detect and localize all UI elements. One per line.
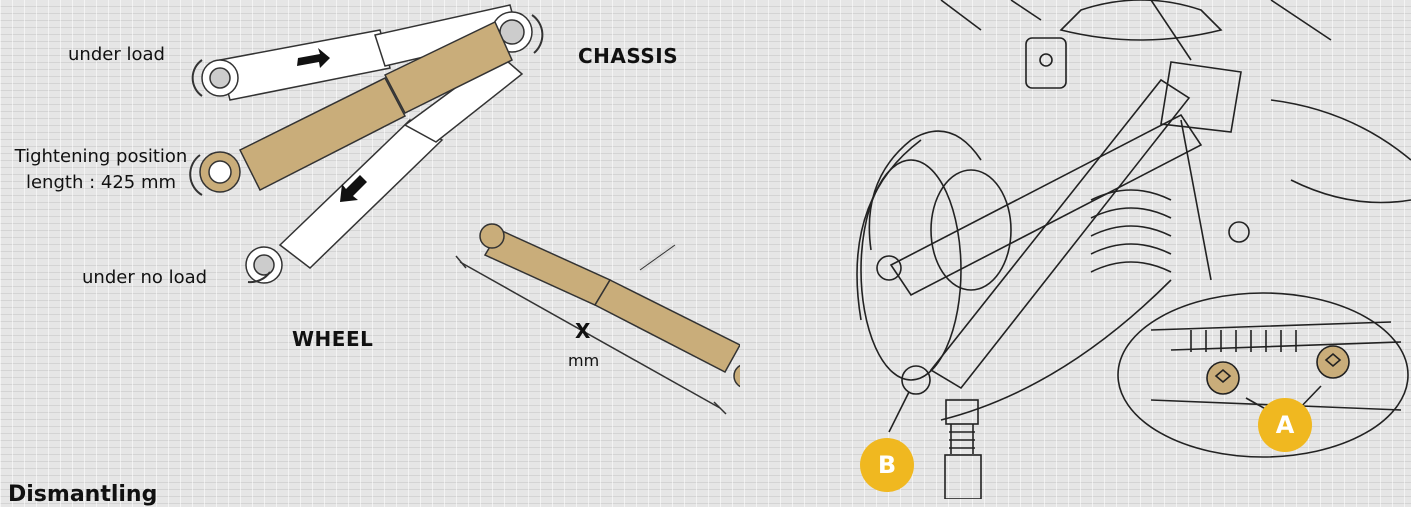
- callout-b-badge: B: [860, 438, 914, 492]
- shock-positions-illustration: [189, 4, 740, 415]
- shock-measure-illustration: [455, 223, 740, 415]
- shock-tightening-position: [199, 20, 513, 193]
- rotation-arrows: [189, 14, 544, 284]
- arrow-down-left-icon: [340, 175, 367, 202]
- shock-under-no-load-outline: [245, 54, 524, 284]
- label-wheel: WHEEL: [292, 327, 374, 351]
- label-tightening-position: Tightening position: [14, 146, 188, 167]
- arrow-right-icon: [297, 48, 330, 68]
- section-heading: Dismantling: [8, 482, 158, 507]
- label-under-load: under load: [68, 44, 165, 65]
- label-measure-x: X: [575, 319, 591, 343]
- label-under-no-load: under no load: [82, 267, 208, 288]
- label-measure-unit: mm: [568, 351, 600, 370]
- callout-a-badge: A: [1258, 398, 1312, 452]
- label-chassis: CHASSIS: [578, 44, 679, 68]
- suspension-assembly-illustration: [856, 0, 1411, 499]
- label-tightening-length: length : 425 mm: [25, 172, 177, 193]
